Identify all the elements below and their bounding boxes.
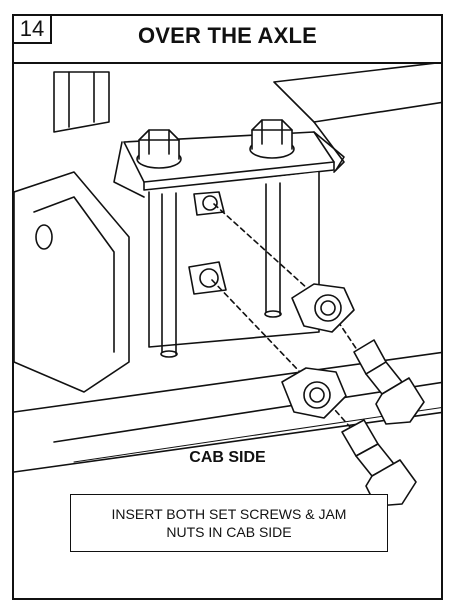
cab-side-label: CAB SIDE [189, 449, 266, 466]
instruction-panel: 14 OVER THE AXLE [12, 14, 443, 600]
stud-left [161, 192, 177, 355]
set-screw-upper [353, 339, 425, 425]
bolt-head-right [249, 119, 295, 159]
page-title: OVER THE AXLE [137, 23, 318, 48]
assembly-illustration [14, 62, 441, 507]
instruction-box: INSERT BOTH SET SCREWS & JAM NUTS IN CAB… [70, 494, 388, 552]
step-number: 14 [14, 16, 52, 44]
jam-nut-upper [291, 283, 355, 333]
instruction-line-2: NUTS IN CAB SIDE [166, 524, 292, 540]
jam-nut-lower [281, 367, 347, 419]
stud-right [265, 182, 281, 315]
bolt-head-left [136, 129, 182, 169]
panel-header: 14 OVER THE AXLE [14, 16, 441, 64]
threaded-hole-lower [188, 261, 227, 295]
instruction-line-1: INSERT BOTH SET SCREWS & JAM [111, 506, 347, 522]
